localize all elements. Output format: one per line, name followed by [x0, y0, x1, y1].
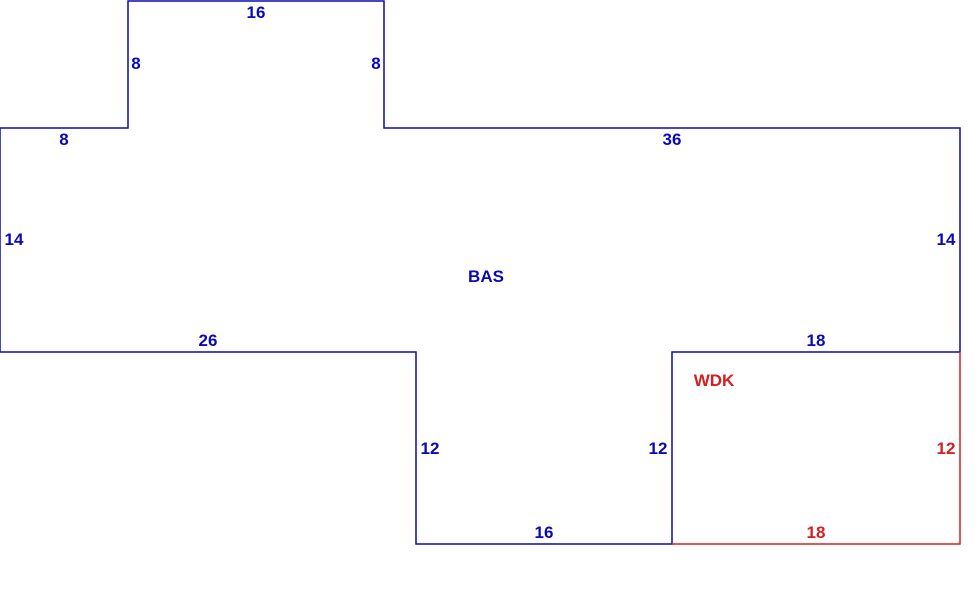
dim-top-width: 16: [247, 3, 266, 22]
dim-lower-left-width: 26: [199, 331, 218, 350]
dim-left-ledge: 8: [59, 130, 68, 149]
dim-stem-left-height: 12: [421, 439, 440, 458]
dim-bas-bottom-right: 18: [807, 331, 826, 350]
dim-right-top: 36: [663, 130, 682, 149]
dim-top-right-height: 8: [371, 54, 380, 73]
dim-wdk-right-height: 12: [937, 439, 956, 458]
dim-left-height: 14: [5, 230, 24, 249]
dim-top-left-height: 8: [131, 54, 140, 73]
wdk-area-label: WDK: [694, 371, 735, 390]
dim-stem-bottom: 16: [535, 523, 554, 542]
dim-stem-right-height: 12: [649, 439, 668, 458]
dim-right-height: 14: [937, 230, 956, 249]
bas-area-label: BAS: [468, 267, 504, 286]
wdk-outline: [672, 352, 961, 545]
dim-wdk-bottom: 18: [807, 523, 826, 542]
